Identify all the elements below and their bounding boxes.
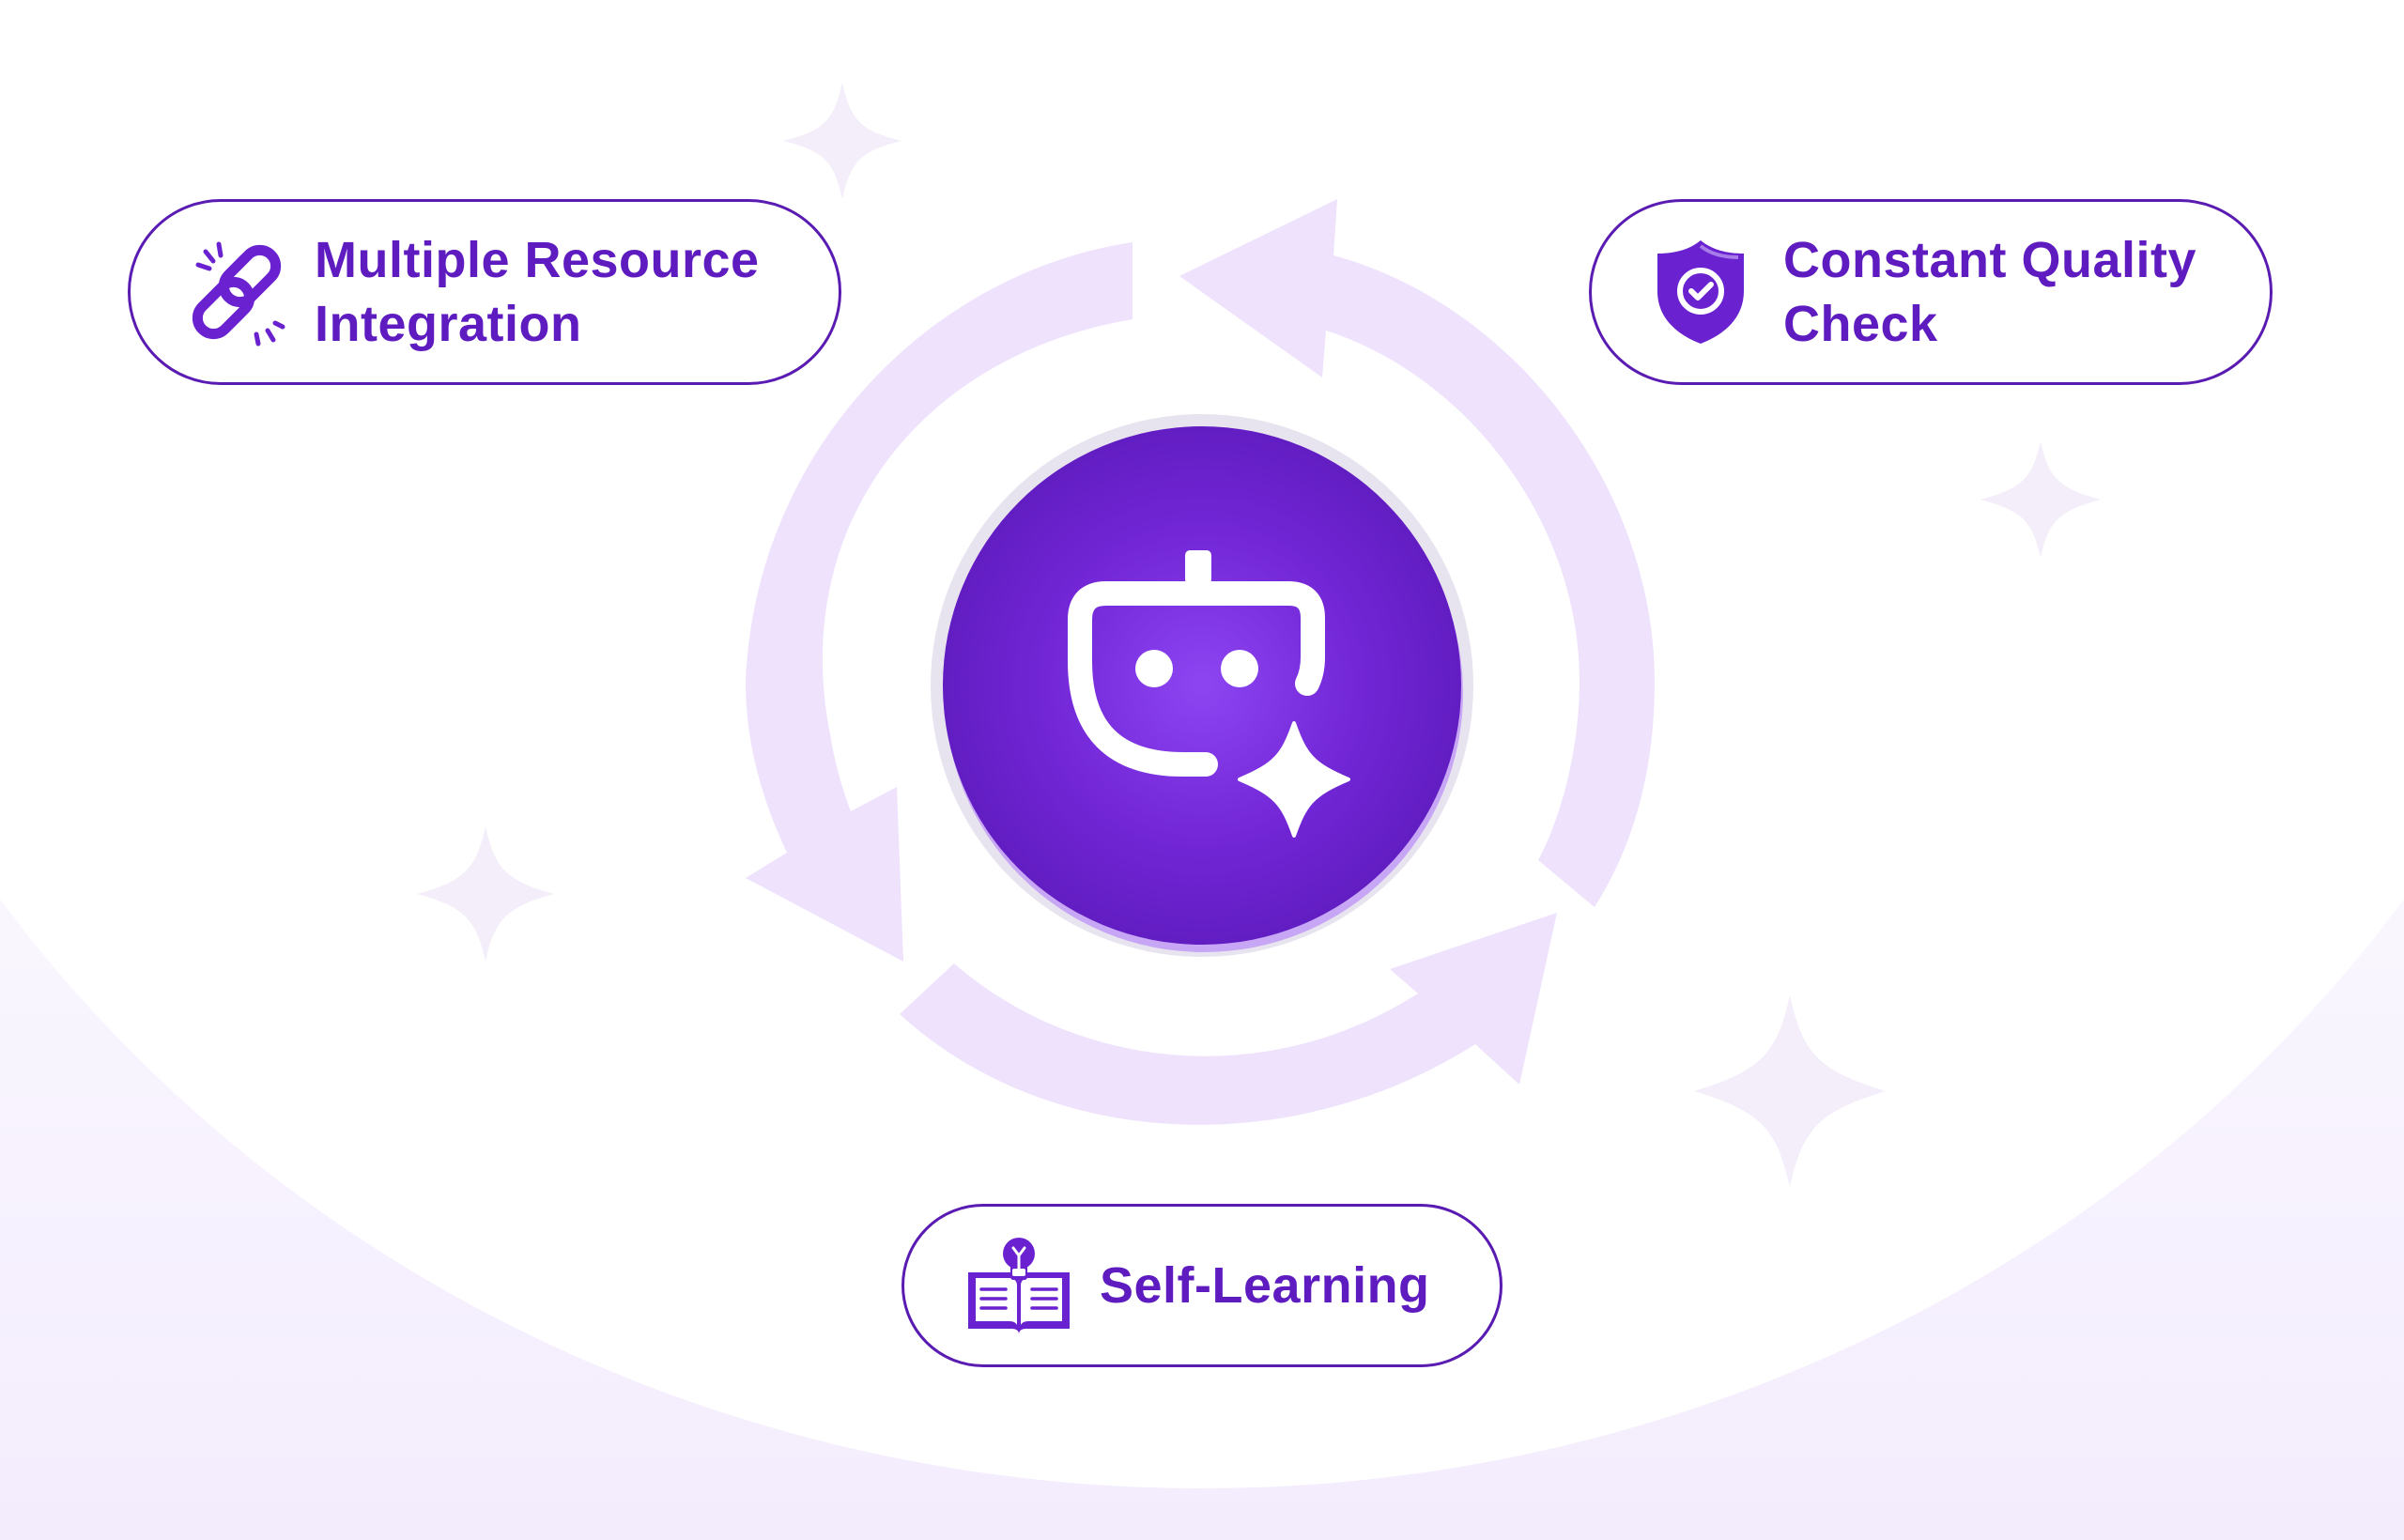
feature-constant-quality-check: Constant Quality Check bbox=[1589, 199, 2273, 385]
bot-antenna bbox=[1185, 550, 1211, 584]
cycle-arrow-top-right bbox=[1179, 199, 1655, 907]
cycle-arrow-bottom bbox=[900, 913, 1557, 1125]
bot-head bbox=[1068, 581, 1325, 777]
bot-eye-right bbox=[1221, 650, 1258, 687]
sparkle-icon bbox=[1980, 441, 2101, 558]
broken-chain-link-icon bbox=[185, 237, 296, 347]
sparkle-icon bbox=[1238, 721, 1350, 838]
feature-label-line-1: Constant Quality bbox=[1783, 232, 2197, 288]
cycle-arrow-left bbox=[746, 242, 1133, 962]
center-orb bbox=[943, 426, 1461, 945]
sparkle-icon bbox=[1694, 995, 1886, 1187]
feature-label: Constant Quality Check bbox=[1783, 228, 2196, 356]
feature-label-line-2: Check bbox=[1783, 296, 1938, 352]
book-lightbulb-icon bbox=[964, 1235, 1073, 1336]
bot-eye-left bbox=[1135, 650, 1173, 687]
feature-self-learning: Self-Learning bbox=[902, 1204, 1502, 1367]
ai-bot-sparkle-icon bbox=[1068, 550, 1350, 838]
feature-label-line-2: Integration bbox=[315, 296, 582, 352]
sparkle-icon bbox=[783, 83, 902, 199]
feature-label: Multiple Resource Integration bbox=[315, 228, 760, 356]
feature-label: Self-Learning bbox=[1100, 1257, 1430, 1314]
cycle-arrows bbox=[746, 199, 1655, 1125]
sparkle-icon bbox=[417, 826, 554, 962]
feature-label-line-1: Multiple Resource bbox=[315, 232, 760, 288]
shield-check-icon bbox=[1654, 237, 1748, 347]
feature-multiple-resource-integration: Multiple Resource Integration bbox=[128, 199, 841, 385]
